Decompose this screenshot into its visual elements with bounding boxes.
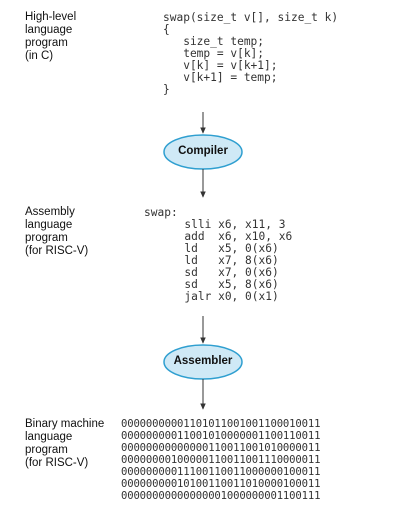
compiler-label: Compiler — [178, 145, 228, 157]
c-source-code: swap(size_t v[], size_t k) { size_t temp… — [163, 11, 339, 96]
binary-machine-language-label: Binary machine language program (for RIS… — [25, 418, 105, 469]
assembly-code: swap: slli x6, x11, 3 add x6, x10, x6 ld… — [144, 206, 293, 303]
binary-code: 00000000001101011001001100010011 0000000… — [121, 418, 321, 502]
assembly-language-label: Assembly language program (for RISC-V) — [25, 206, 89, 257]
high-level-language-label: High-level language program (in C) — [25, 11, 77, 62]
assembler-label: Assembler — [173, 355, 233, 367]
